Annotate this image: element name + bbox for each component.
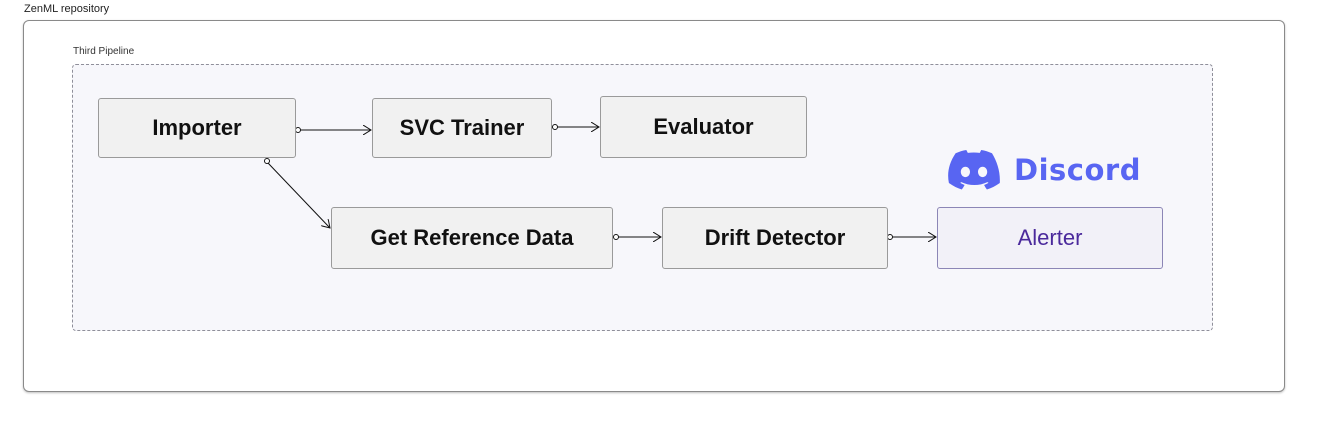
step-svc-trainer[interactable]: SVC Trainer: [372, 98, 552, 158]
discord-wordmark: Discord: [1014, 153, 1141, 187]
pipeline-title: Third Pipeline: [73, 46, 135, 57]
step-alerter[interactable]: Alerter: [937, 207, 1163, 269]
step-drift-detector[interactable]: Drift Detector: [662, 207, 888, 269]
discord-logo: Discord: [948, 148, 1141, 192]
step-evaluator[interactable]: Evaluator: [600, 96, 807, 158]
repository-title: ZenML repository: [24, 3, 110, 15]
step-get-reference-data[interactable]: Get Reference Data: [331, 207, 613, 269]
discord-icon: [948, 150, 1000, 190]
step-importer[interactable]: Importer: [98, 98, 296, 158]
